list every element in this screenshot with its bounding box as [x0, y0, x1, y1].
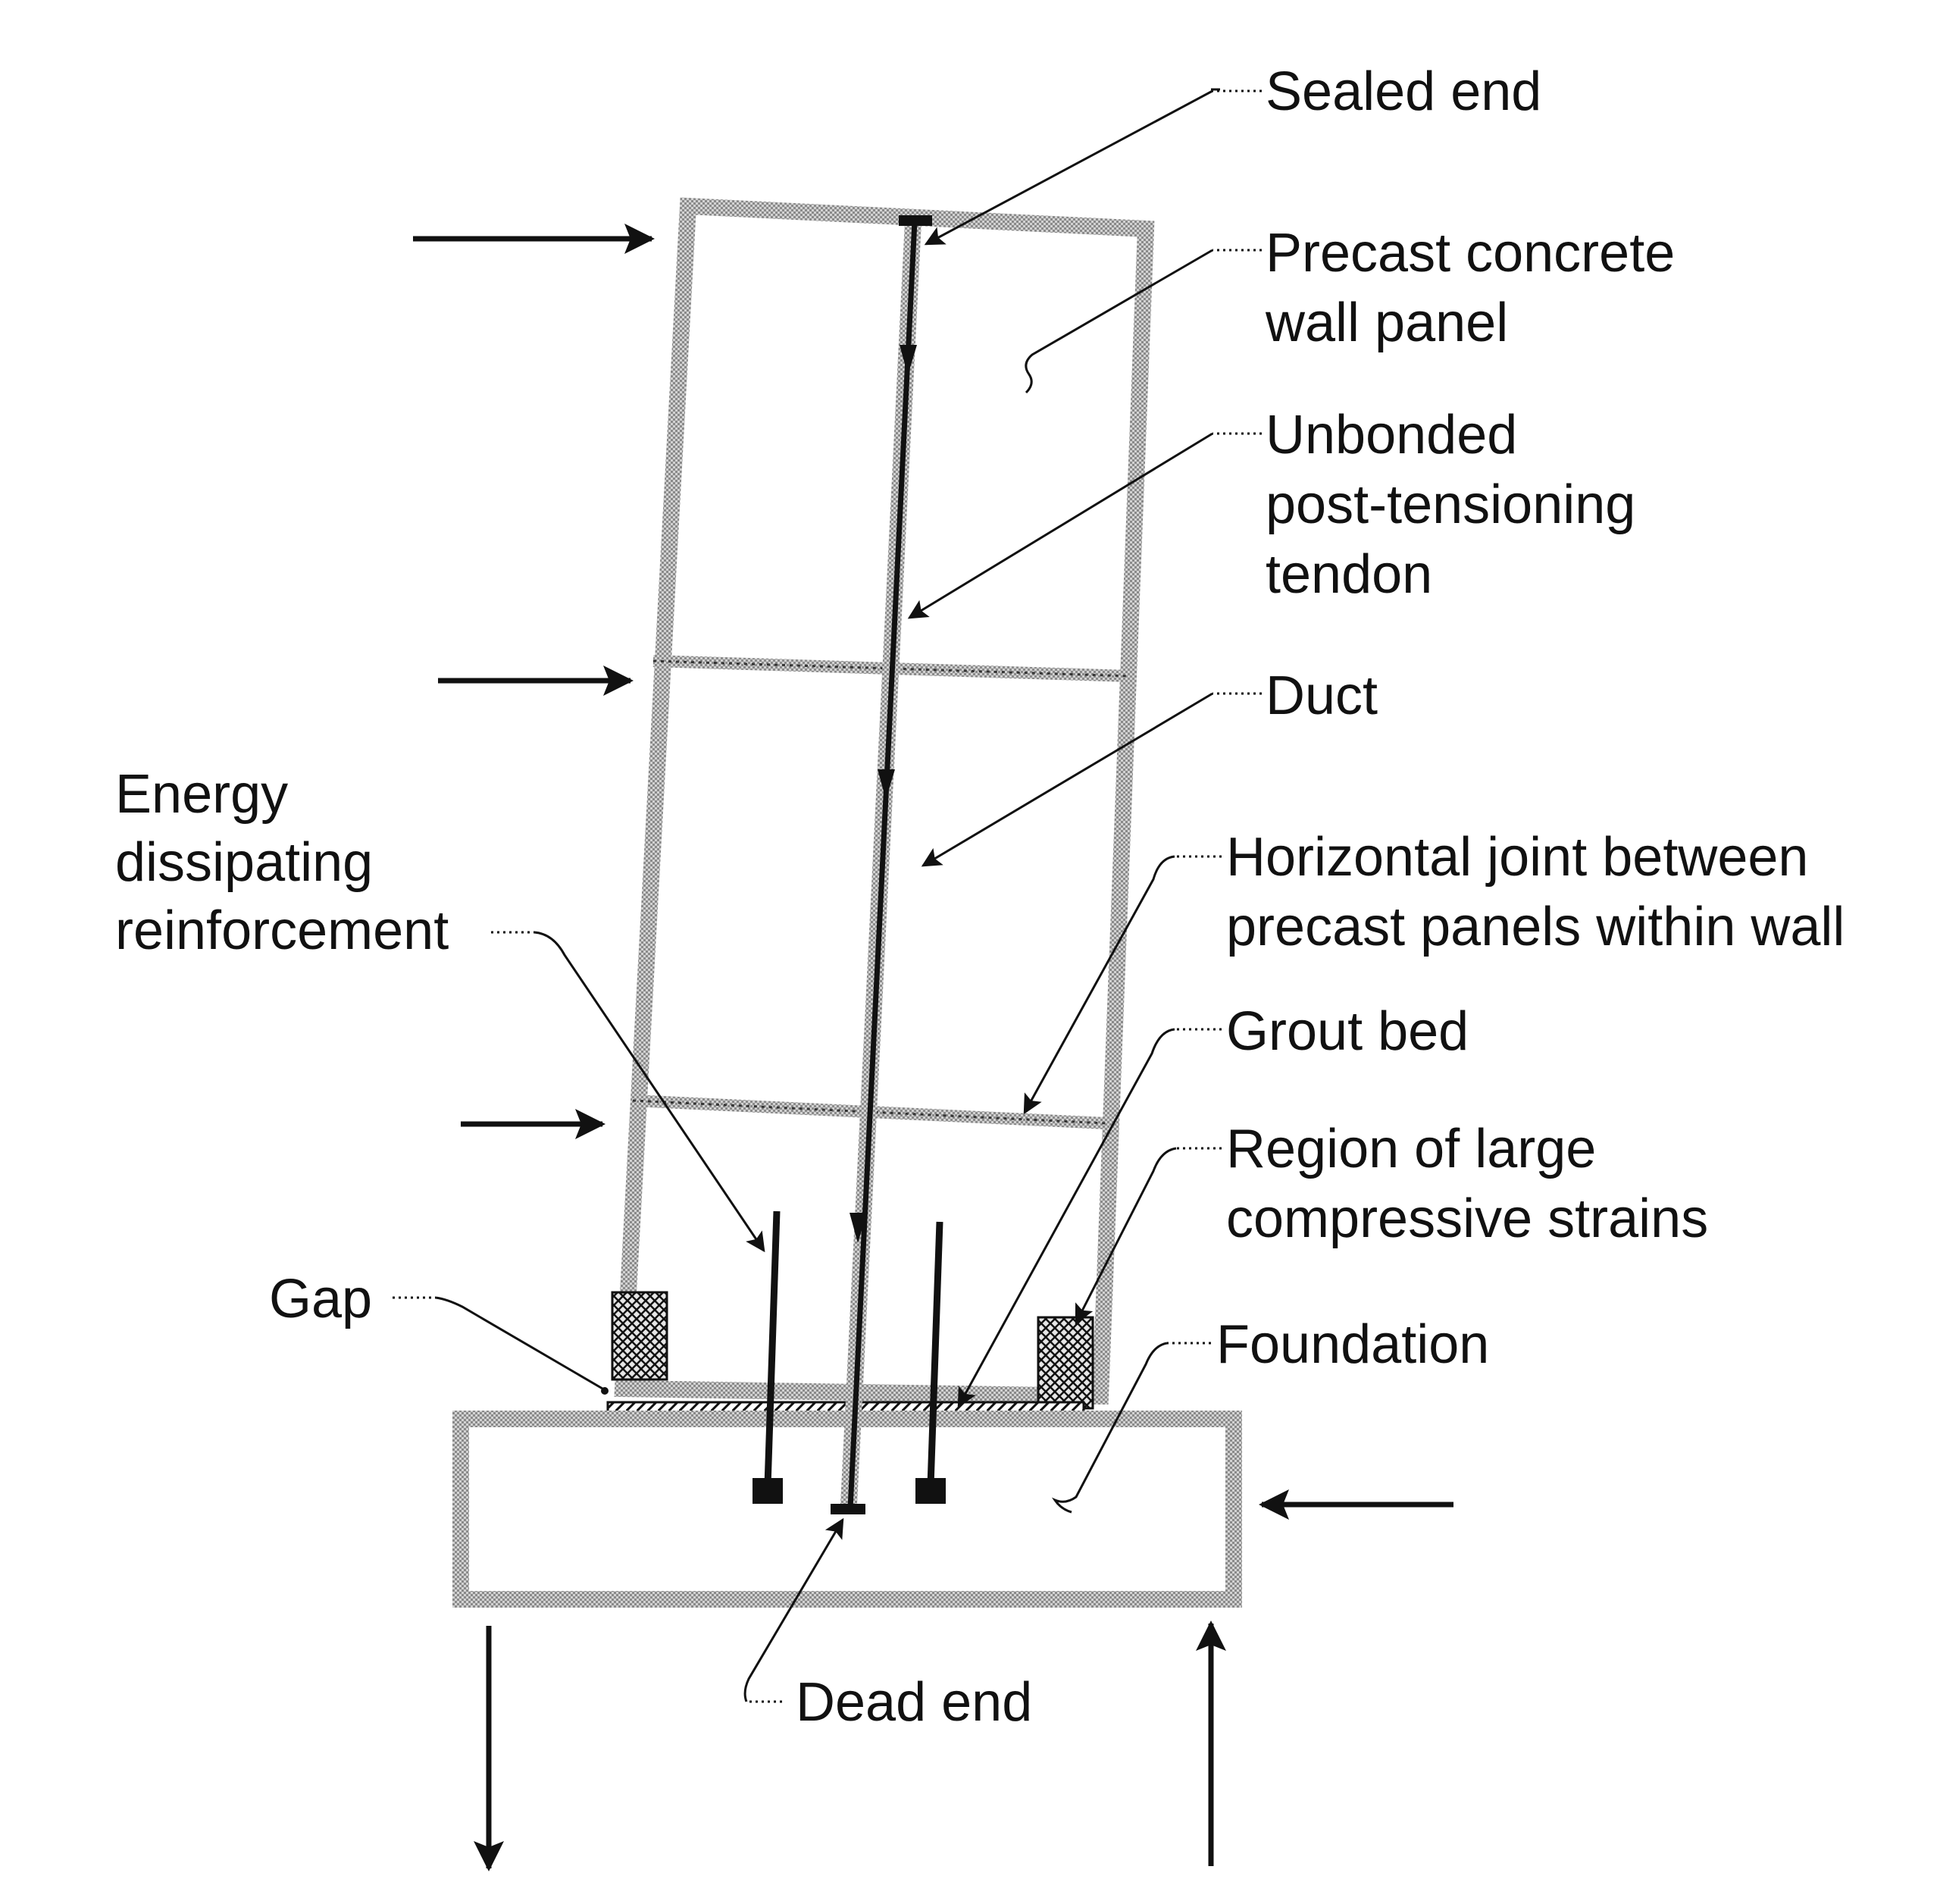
energy-bar-left-anchor [753, 1478, 783, 1504]
leader-duct-line [921, 692, 1213, 867]
label-joint-line2: precast panels within wall [1226, 897, 1845, 957]
label-sealed-end: Sealed end [1266, 61, 1541, 122]
label-joint-line1: Horizontal joint between [1226, 827, 1808, 888]
label-energy-line2: dissipating [115, 832, 373, 893]
sealed-end-anchor [899, 215, 932, 226]
leader-grout-line [957, 1028, 1175, 1408]
label-foundation: Foundation [1216, 1314, 1489, 1375]
tendon-arrow-2 [878, 769, 895, 800]
label-tendon-line1: Unbonded [1266, 405, 1517, 465]
label-region-line1: Region of large [1226, 1119, 1596, 1179]
label-gap: Gap [269, 1269, 372, 1329]
wall-structure [452, 197, 1242, 1608]
energy-bar-left [764, 1210, 781, 1486]
leader-joint-line [1023, 855, 1175, 1115]
leader-region-line [1075, 1147, 1177, 1325]
leader-sealed-end-line [924, 89, 1213, 246]
label-region-line2: compressive strains [1226, 1188, 1708, 1249]
label-precast-panel-line1: Precast concrete [1266, 223, 1675, 283]
energy-bar-right-anchor [915, 1478, 946, 1504]
leader-precast-line [1025, 249, 1213, 394]
dead-end-anchor [831, 1504, 865, 1514]
compressive-region-left [611, 1291, 668, 1381]
tendon-arrow-3 [850, 1213, 867, 1243]
label-grout-bed: Grout bed [1226, 1001, 1469, 1062]
label-energy-line3: reinforcement [115, 900, 449, 961]
leader-tendon-line [907, 432, 1213, 619]
leader-lines [393, 88, 1262, 1703]
gap-point [601, 1387, 609, 1395]
leader-energy-line [534, 931, 765, 1253]
leader-gap-line [435, 1296, 603, 1390]
force-arrows [413, 224, 1453, 1871]
compressive-region-right [1037, 1316, 1094, 1410]
tendon-arrow-1 [900, 345, 917, 375]
label-tendon-line3: tendon [1266, 544, 1432, 605]
energy-bar-right [927, 1221, 943, 1486]
labels: Sealed end Precast concrete wall panel U… [115, 61, 1845, 1733]
leader-dead-end-line [743, 1517, 844, 1702]
label-precast-panel-line2: wall panel [1265, 293, 1508, 353]
precast-wall-outline [614, 197, 1155, 1405]
label-dead-end: Dead end [796, 1672, 1032, 1733]
leader-foundation-line [1051, 1342, 1168, 1514]
label-energy-line1: Energy [115, 764, 288, 825]
label-tendon-line2: post-tensioning [1266, 474, 1635, 535]
label-duct: Duct [1266, 665, 1378, 726]
horizontal-joint-upper-line [652, 659, 1130, 678]
post-tensioning-tendon [847, 221, 918, 1509]
